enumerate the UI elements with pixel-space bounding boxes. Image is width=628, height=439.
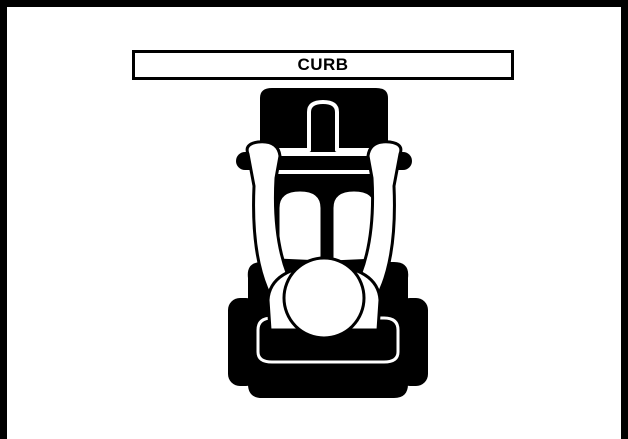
right-arm <box>350 140 403 316</box>
left-thigh <box>276 188 324 264</box>
backrest-cushion <box>256 316 400 364</box>
footrest-divider <box>262 100 386 156</box>
left-arm <box>245 140 298 316</box>
curb-label: CURB <box>132 50 514 80</box>
head <box>282 256 366 340</box>
